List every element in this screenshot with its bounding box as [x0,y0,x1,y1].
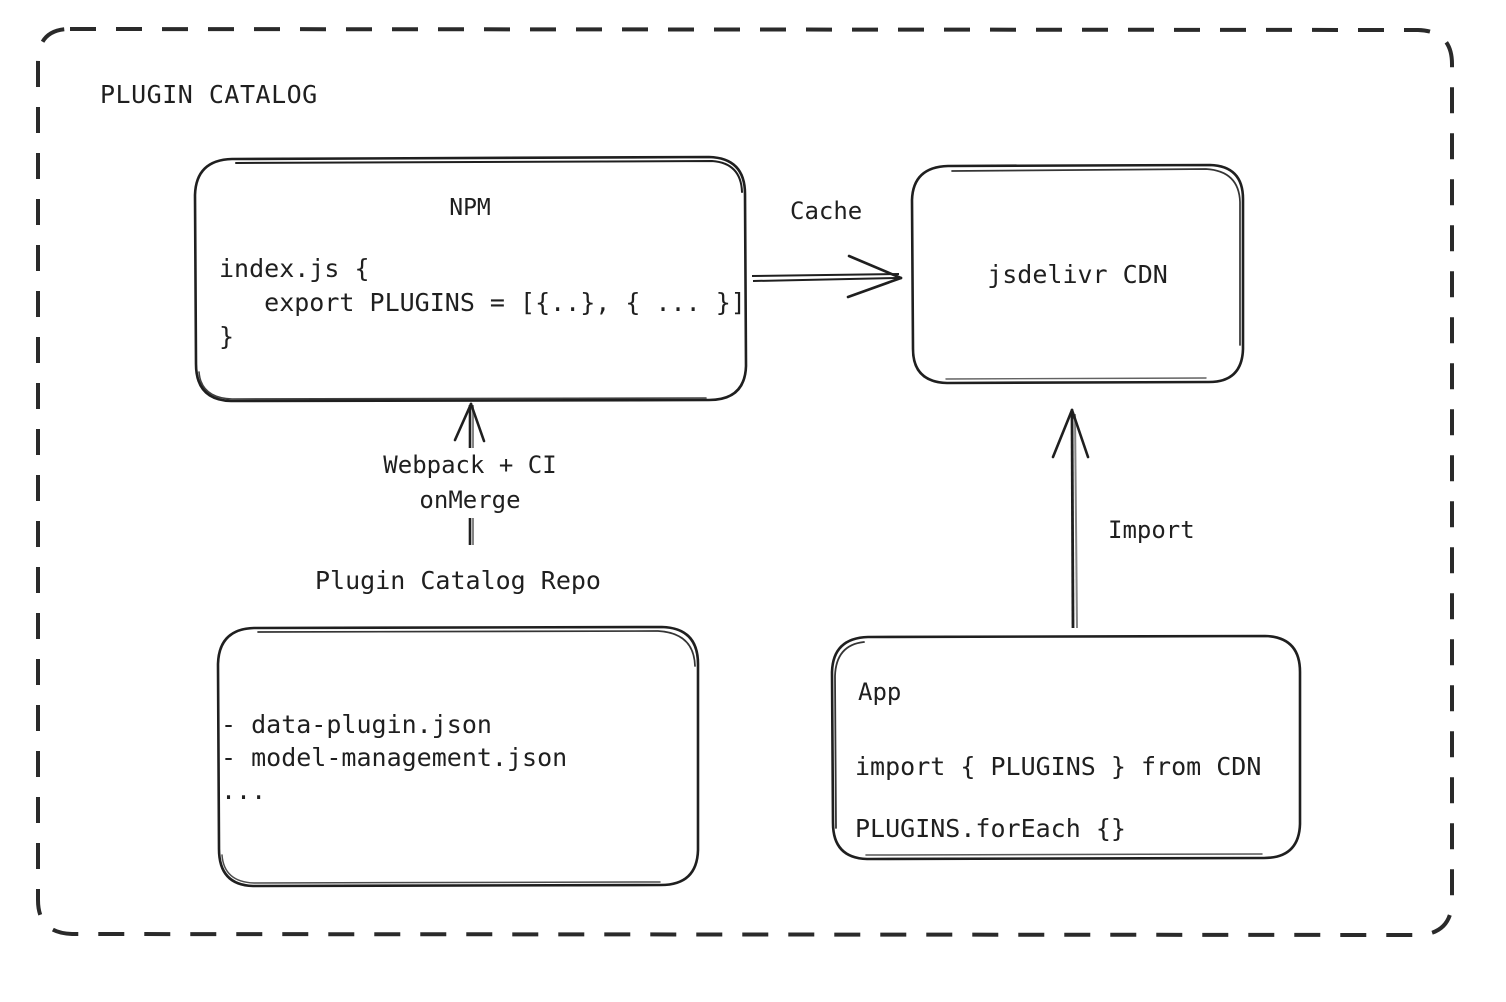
npm-node-code: index.js { export PLUGINS = [{..}, { ...… [219,254,746,351]
app-node-title: App [858,678,902,706]
edge-label-cache: Cache [790,197,863,225]
edge-label-webpack-ci-onmerge: Webpack + CI onMerge [270,448,670,518]
app-node[interactable] [832,636,1301,860]
cdn-node[interactable] [912,165,1244,384]
arrow-npm-to-cdn [751,254,903,299]
repo-node-file-list: - data-plugin.json - model-management.js… [221,710,568,805]
npm-node[interactable] [195,157,746,402]
page-title: PLUGIN CATALOG [100,80,318,109]
repo-node[interactable] [218,627,699,887]
repo-node-caption: Plugin Catalog Repo [315,566,601,595]
app-node-code: import { PLUGINS } from CDN PLUGINS.forE… [855,752,1262,843]
cdn-node-title: jsdelivr CDN [987,260,1168,289]
npm-node-title: NPM [449,195,491,221]
arrow-app-to-cdn [1051,408,1090,629]
edge-label-import: Import [1108,516,1195,544]
